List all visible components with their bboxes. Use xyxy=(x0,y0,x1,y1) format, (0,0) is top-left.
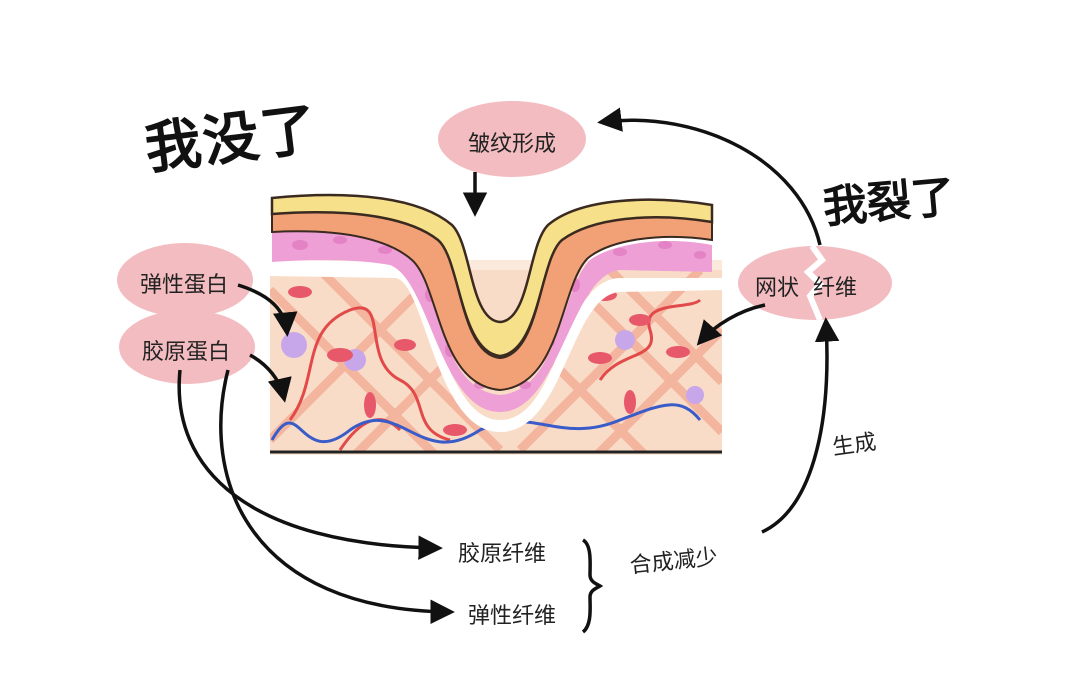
collagen-fiber-label: 胶原纤维 xyxy=(458,542,547,567)
collagen-bubble xyxy=(119,310,255,384)
arrows xyxy=(177,107,840,625)
wrinkle-bubble xyxy=(438,101,586,177)
epidermis-yellow-layer xyxy=(270,193,714,358)
reticular-fiber-label: 网状 纤维 xyxy=(755,276,857,301)
collagen-label: 胶原蛋白 xyxy=(142,340,231,365)
elastin-label: 弹性蛋白 xyxy=(140,273,229,298)
elastic-fiber-label: 弹性纤维 xyxy=(468,604,557,629)
headline-right: 我裂了 xyxy=(820,171,957,234)
dermis-pink-layer xyxy=(272,227,712,412)
wrinkle-label: 皱纹形成 xyxy=(468,132,557,157)
crack-mark xyxy=(803,244,827,322)
brace xyxy=(581,538,604,634)
elastin-bubble xyxy=(117,243,253,317)
generate-label: 生成 xyxy=(830,429,878,461)
